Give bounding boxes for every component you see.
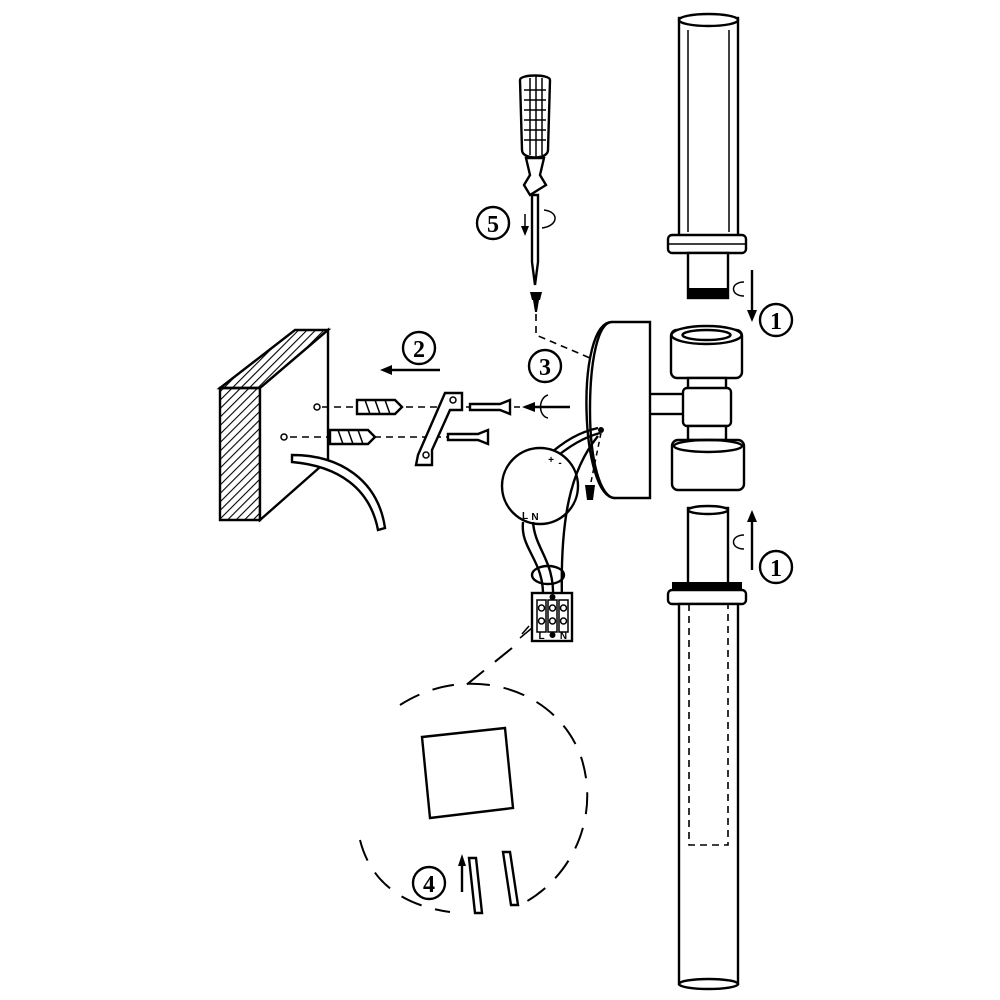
screwdriver: 5 bbox=[475, 74, 591, 359]
wall bbox=[216, 327, 387, 532]
lamp-holder bbox=[633, 324, 746, 492]
step-2-indicator: 2 bbox=[380, 330, 440, 375]
step-3-indicator: 3 bbox=[522, 348, 570, 419]
step-1-bottom-indicator: 1 bbox=[732, 510, 794, 585]
step-4-label: 4 bbox=[423, 872, 435, 898]
step-1-top-label: 1 bbox=[770, 309, 782, 335]
step-3-label: 3 bbox=[539, 355, 551, 381]
driver-plus-label: + bbox=[548, 455, 554, 466]
driver-minus-label: - bbox=[558, 458, 561, 469]
wall-plate bbox=[585, 320, 652, 500]
terminal-live-label: L bbox=[538, 631, 544, 642]
driver-live-label: L bbox=[522, 511, 528, 522]
step-2-label: 2 bbox=[413, 337, 425, 363]
mounting-hardware bbox=[290, 391, 520, 467]
top-glass-tube bbox=[666, 12, 748, 300]
step-5-label: 5 bbox=[487, 212, 499, 238]
driver-neutral-label: N bbox=[531, 512, 538, 523]
bottom-glass-tube bbox=[666, 504, 748, 991]
step-1-bottom-label: 1 bbox=[770, 556, 782, 582]
driver-and-wiring: + - L N L N bbox=[500, 426, 601, 643]
wire-detail-callout: 4 bbox=[359, 647, 589, 915]
step-1-top-indicator: 1 bbox=[732, 270, 794, 338]
terminal-neutral-label: N bbox=[560, 631, 567, 642]
